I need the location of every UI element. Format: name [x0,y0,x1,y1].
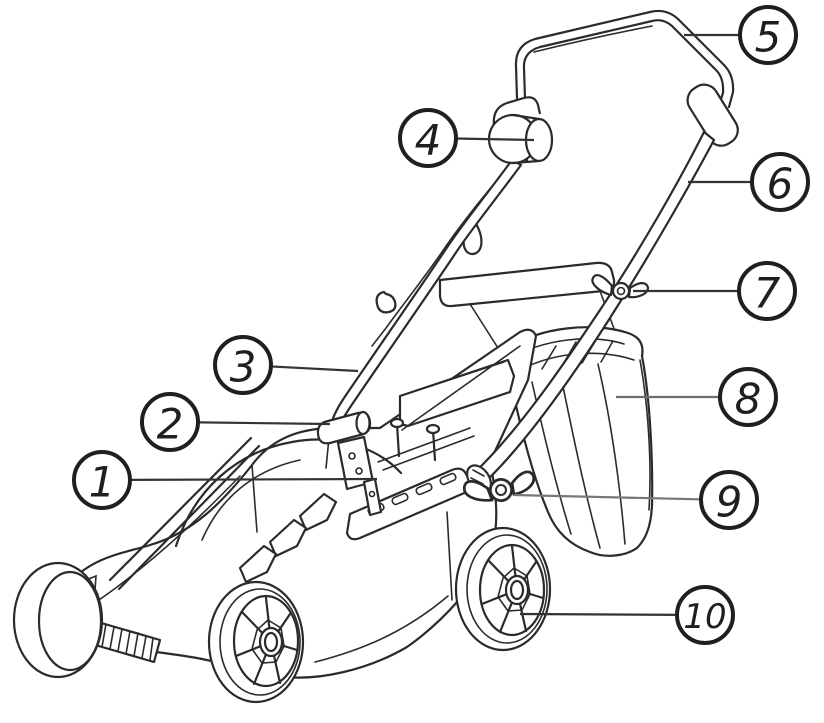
callout-number-8: 8 [735,375,762,424]
mower-deck [50,328,538,679]
handle-mount-bracket [316,410,383,517]
callout-number-7: 7 [754,269,781,318]
callout-10: 10 [519,585,735,645]
upper-handle [514,9,735,165]
callout-circle-8 [718,367,778,427]
handle-knob [487,96,554,165]
callout-4: 4 [398,108,535,168]
callout-circle-1 [72,450,132,510]
callout-circle-5 [738,5,798,65]
leader-line-9 [513,493,730,502]
callout-6: 6 [688,152,810,212]
callout-circle-3 [213,335,273,395]
callout-circle-10 [675,585,735,645]
front-left-wheel [12,561,104,679]
callout-circle-9 [699,470,759,530]
wing-bolt-lower [462,470,536,502]
rear-wheel [454,526,552,652]
callout-number-9: 9 [716,478,743,527]
callout-number-6: 6 [767,160,794,209]
callout-circle-6 [750,152,810,212]
callout-2: 2 [140,392,331,452]
callout-9: 9 [513,470,759,530]
callout-circle-4 [398,108,458,168]
deck-vents [238,492,338,584]
callout-circle-2 [140,392,200,452]
callout-circle-7 [737,261,797,321]
callout-number-5: 5 [755,13,782,62]
leader-line-10 [519,612,706,617]
callout-5: 5 [684,5,798,65]
callout-number-4: 4 [415,116,442,165]
front-wheel [207,580,305,704]
callout-7: 7 [633,261,797,321]
leader-line-1 [101,477,378,482]
callout-number-10: 10 [683,597,726,637]
callout-layer: 123 4 5 6 7 8 9 10 [72,5,810,645]
callout-number-3: 3 [230,343,257,392]
callout-number-2: 2 [157,400,184,449]
callout-3: 3 [213,335,359,395]
handle-grip [686,83,739,147]
callout-8: 8 [616,367,778,427]
callout-number-1: 1 [89,458,116,507]
callout-1: 1 [72,450,378,510]
handle-deck-mount [462,464,536,502]
cable-clip [375,290,397,314]
